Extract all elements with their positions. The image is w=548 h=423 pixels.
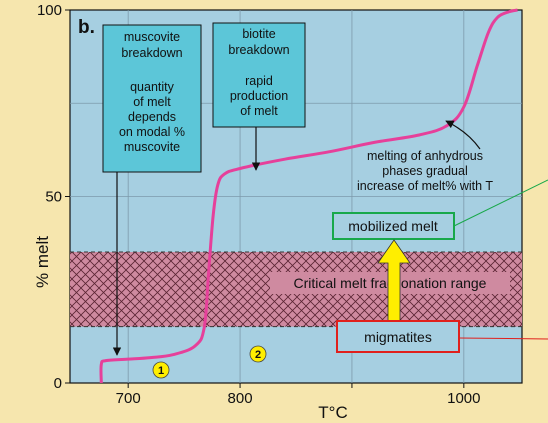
biotite-line-3: rapid <box>245 74 273 88</box>
muscovite-line-5: depends <box>128 110 176 124</box>
muscovite-box-text: muscovite breakdown quantity of melt dep… <box>119 30 185 154</box>
anhydrous-line-1: melting of anhydrous <box>367 149 483 163</box>
biotite-line-4: production <box>230 89 288 103</box>
mobilized-melt-box <box>332 212 455 240</box>
y-tick-label: 0 <box>54 375 62 392</box>
melt-curve <box>99 8 518 384</box>
yellow-arrow <box>377 239 411 328</box>
panel-label: b. <box>78 17 95 38</box>
migmatites-box <box>336 320 460 353</box>
y-axis-title: % melt <box>33 236 52 288</box>
x-tick-label: 800 <box>228 390 253 407</box>
marker-1-label: 1 <box>158 365 164 377</box>
anhydrous-arrow <box>445 120 481 150</box>
biotite-line-5: of melt <box>240 104 278 118</box>
red-leader-line <box>458 337 548 340</box>
y-tick-label: 100 <box>37 2 62 19</box>
muscovite-line-3: quantity <box>130 80 175 94</box>
muscovite-line-1: muscovite <box>124 30 180 44</box>
biotite-line-2: breakdown <box>228 43 289 57</box>
mobilized-melt-label: mobilized melt <box>348 218 438 234</box>
marker-2: 2 <box>249 345 267 363</box>
biotite-line-1: biotite <box>242 27 275 41</box>
green-leader-line <box>453 179 548 227</box>
x-axis-title: T°C <box>318 403 347 422</box>
marker-1: 1 <box>152 361 170 379</box>
muscovite-line-7: muscovite <box>124 140 180 154</box>
y-tick-label: 50 <box>45 189 62 206</box>
biotite-box-text: biotite breakdown rapid production of me… <box>228 27 289 118</box>
anhydrous-line-2: phases gradual <box>382 164 467 178</box>
muscovite-line-2: breakdown <box>121 46 182 60</box>
migmatites-label: migmatites <box>364 329 432 345</box>
muscovite-box <box>102 24 202 173</box>
muscovite-line-4: of melt <box>133 95 171 109</box>
x-tick-label: 1000 <box>447 390 480 407</box>
biotite-box <box>212 22 306 128</box>
muscovite-line-6: on modal % <box>119 125 185 139</box>
anhydrous-annotation: melting of anhydrous phases gradual incr… <box>357 149 493 193</box>
anhydrous-line-3: increase of melt% with T <box>357 179 493 193</box>
marker-2-label: 2 <box>255 349 261 361</box>
x-tick-label: 700 <box>116 390 141 407</box>
x-ticks: 700 800 1000 <box>116 383 481 407</box>
y-ticks: 0 50 100 <box>37 2 70 392</box>
